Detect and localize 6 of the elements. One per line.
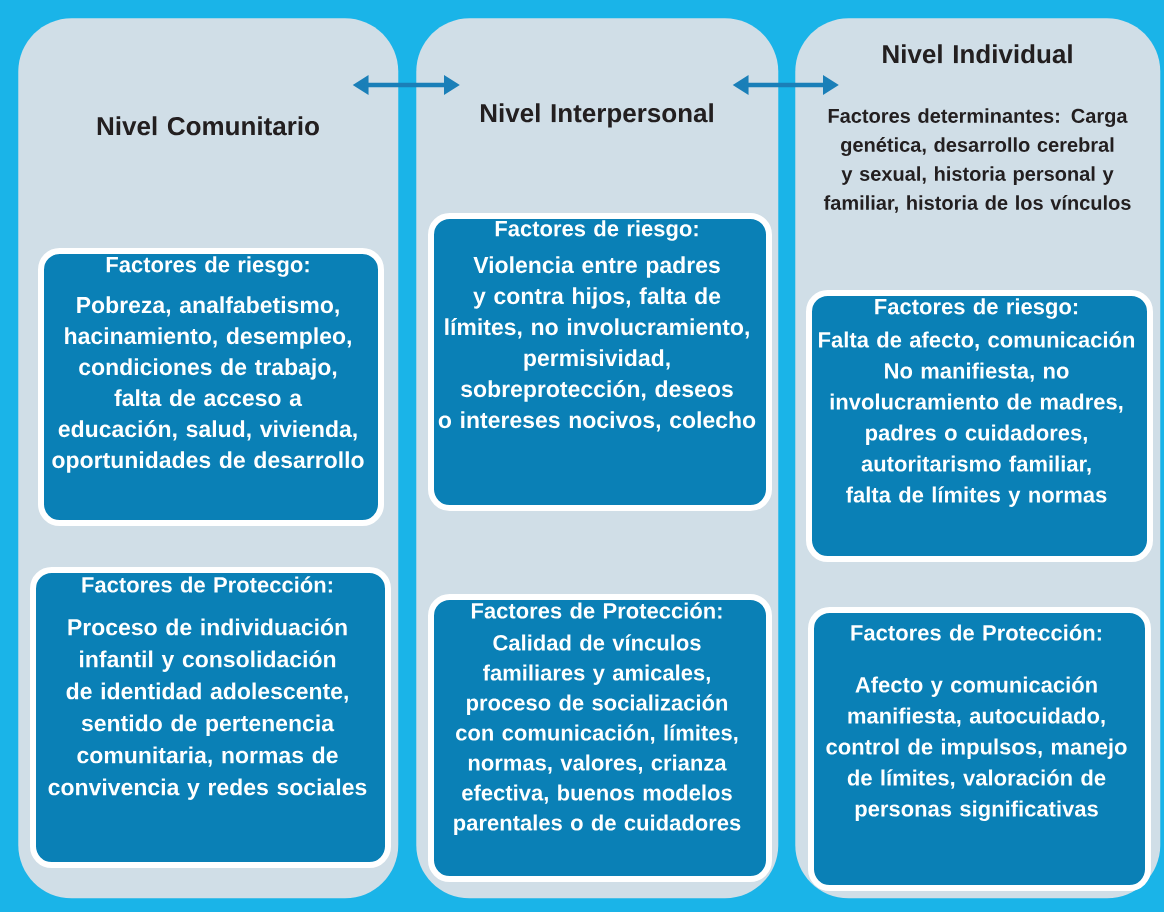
factor-box: Factores de Protección: Proceso de individuación infantil y consolidación de identidad adolescente, sentido de pertenencia comunitaria, normas de convivencia y redes sociales [30, 567, 391, 868]
factor-box: Factores de riesgo: Violencia entre padres y contra hijos, falta de límites, no involucramiento, permisividad, sobreprotección, deseos o intereses nocivos, colecho [428, 213, 772, 511]
factor-box: Factores de riesgo: Pobreza, analfabetismo, hacinamiento, desempleo, condiciones de trabajo, falta de acceso a educación, salud, vivienda, oportunidades de desarrollo [38, 248, 384, 526]
factor-box: Factores de Protección: Afecto y comunicación manifiesta, autocuidado, control de impulsos, manejo de límites, valoración de personas significativas [808, 607, 1151, 891]
factor-box: Factores de Protección: Calidad de vínculos familiares y amicales, proceso de socialización con comunicación, límites, normas, valores, crianza efectiva, buenos modelos parentales o de cuidadores [428, 594, 772, 882]
factor-box: Factores de riesgo: Falta de afecto, comunicación No manifiesta, no involucramiento de madres, padres o cuidadores, autoritarismo familiar, falta de límites y normas [806, 290, 1153, 562]
